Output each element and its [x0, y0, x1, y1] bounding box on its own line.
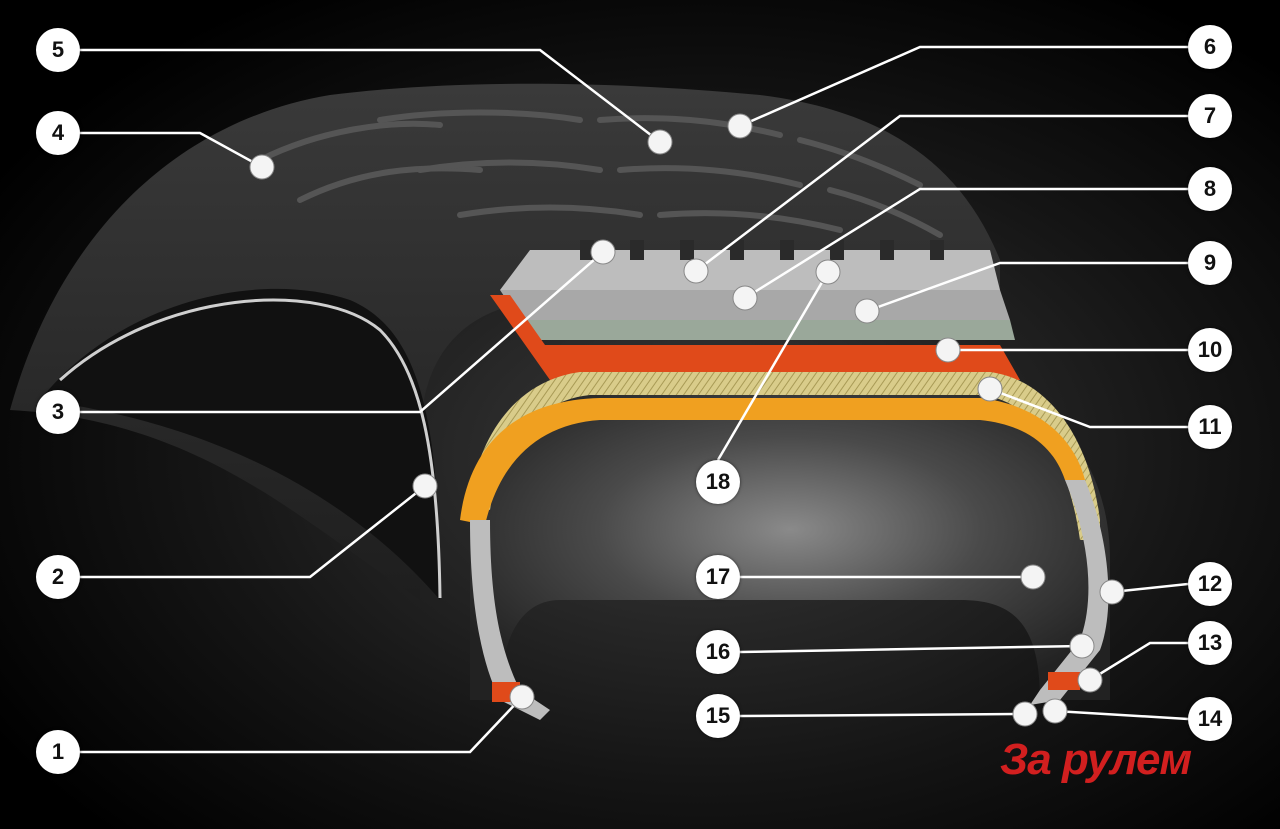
anchor-dots — [249, 113, 1125, 727]
callout-13: 13 — [1188, 621, 1232, 665]
tire-inner-cavity — [470, 390, 1110, 700]
callout-8: 8 — [1188, 167, 1232, 211]
callout-2: 2 — [36, 555, 80, 599]
callout-11: 11 — [1188, 405, 1232, 449]
leader-lines — [80, 45, 1189, 754]
callout-12: 12 — [1188, 562, 1232, 606]
callout-5: 5 — [36, 28, 80, 72]
callout-3: 3 — [36, 390, 80, 434]
callout-14: 14 — [1188, 697, 1232, 741]
breaker-layer-2 — [520, 320, 1015, 340]
callout-10: 10 — [1188, 328, 1232, 372]
tread-cut-section — [500, 250, 1000, 290]
callout-18: 18 — [696, 460, 740, 504]
callout-9: 9 — [1188, 241, 1232, 285]
callout-4: 4 — [36, 111, 80, 155]
tread-pattern — [257, 109, 943, 238]
right-bead-core — [1048, 672, 1080, 690]
callout-7: 7 — [1188, 94, 1232, 138]
left-sidewall-cut — [470, 520, 550, 720]
callout-15: 15 — [696, 694, 740, 738]
tire-inner-arc — [40, 288, 440, 600]
tread-cut-grooves — [580, 240, 944, 260]
brand-logo: За рулем — [1000, 735, 1192, 784]
left-sidewall-wire — [58, 298, 442, 599]
red-cap-ply — [490, 295, 1020, 380]
callout-16: 16 — [696, 630, 740, 674]
callout-1: 1 — [36, 730, 80, 774]
inner-liner — [460, 398, 1085, 525]
callout-6: 6 — [1188, 25, 1232, 69]
callout-17: 17 — [696, 555, 740, 599]
